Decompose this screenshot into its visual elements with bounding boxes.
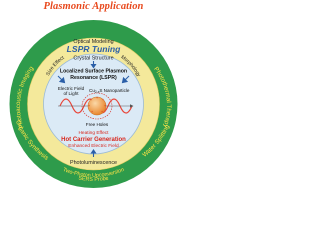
label-optical-modeling: Optical Modeling <box>73 39 113 45</box>
svg-text:+: + <box>91 110 93 114</box>
svg-text:+: + <box>104 104 106 108</box>
label-nanoparticle: Cu2-xS Nanoparticle <box>89 88 130 94</box>
svg-text:+: + <box>102 98 104 102</box>
label-two-photon-upconversion: Two-Photon Upconversion <box>62 167 125 179</box>
nanoparticle-halo <box>81 92 113 120</box>
svg-text:+: + <box>88 104 90 108</box>
lspr-ring-diagram: Photoacoustic Imaging Photothermal Thera… <box>9 20 178 188</box>
label-lspr-tuning: LSPR Tuning <box>67 44 122 54</box>
label-electric-field-line1: Electric Field <box>58 86 85 91</box>
label-heating-effect: Heating Effect <box>78 130 109 136</box>
diagram-title: Plasmonic Application <box>43 1 144 12</box>
label-sers-probe: SERS Probe <box>78 176 109 183</box>
label-lspr-title-line1: Localized Surface Plasmon <box>60 69 127 75</box>
label-photoluminescence: Photoluminescence <box>70 160 117 166</box>
label-hot-carrier-generation: Hot Carrier Generation <box>61 137 126 143</box>
label-electric-field-line2: of Light <box>63 91 79 96</box>
svg-text:+: + <box>101 110 103 114</box>
label-enhanced-electric-field: Enhanced Electric Field <box>68 143 119 149</box>
label-lspr-title-line2: Resonance (LSPR) <box>70 75 117 81</box>
svg-text:+: + <box>90 98 92 102</box>
cu2xs-nanoparticle <box>87 96 107 116</box>
tuning-arrows <box>57 61 130 157</box>
free-hole-markers: +++ ++ ++ <box>88 96 106 114</box>
label-crystal-structure: Crystal Structure <box>73 56 113 62</box>
svg-text:+: + <box>96 96 98 100</box>
label-free-holes: Free Holes <box>86 122 109 127</box>
